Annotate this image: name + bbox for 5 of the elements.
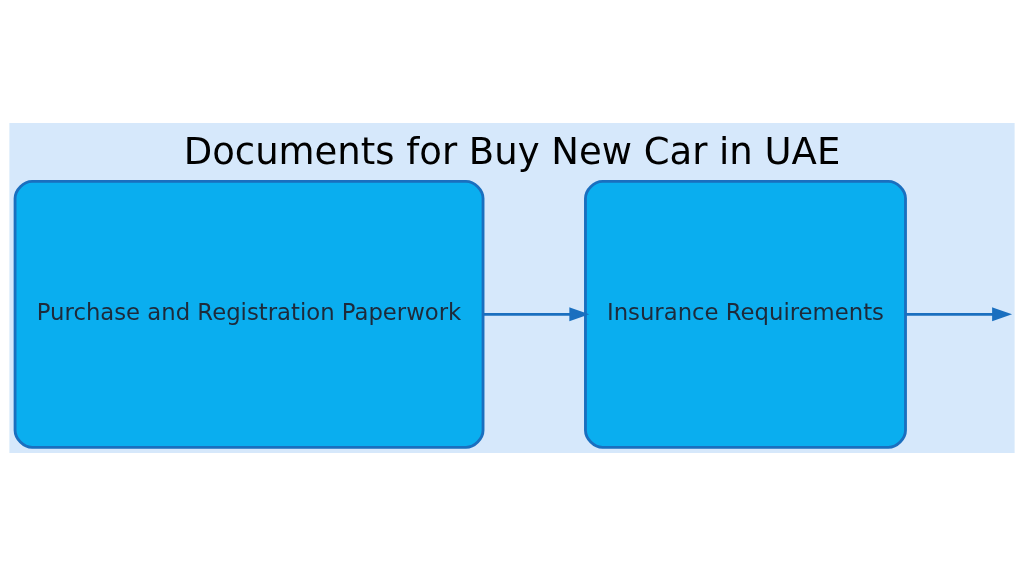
node-box: Purchase and Registration Paperwork	[13, 179, 485, 449]
arrow	[905, 307, 1013, 322]
diagram-title: Documents for Buy New Car in UAE	[183, 129, 841, 173]
arrow	[483, 307, 590, 322]
node-box: Insurance Requirements	[584, 179, 907, 449]
